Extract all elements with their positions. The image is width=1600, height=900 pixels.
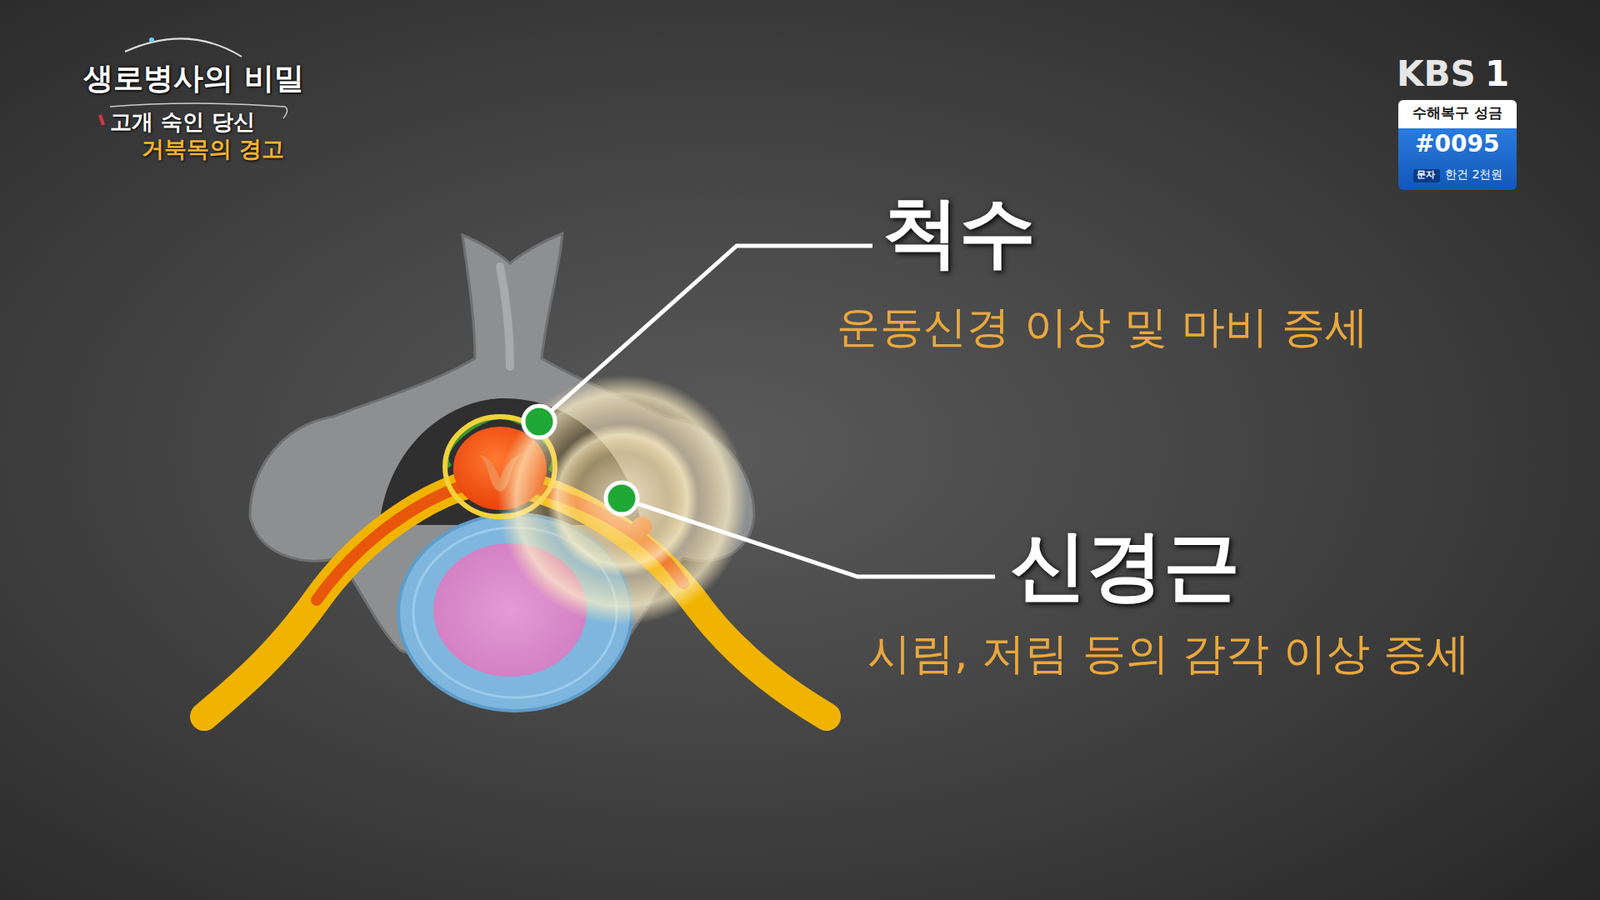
channel-logo: KBS — [1396, 55, 1476, 94]
node-text: 문자 — [1416, 170, 1435, 180]
leader-line — [539, 245, 873, 422]
logo-tick — [100, 115, 104, 125]
donation-box: 수해복구 성금 #0095 한건 2천원 문자 — [1398, 100, 1517, 190]
part-name: 신경근 — [1010, 523, 1240, 608]
logo-arc — [125, 38, 242, 57]
leader-line — [621, 498, 995, 577]
spinous-ridge — [500, 266, 510, 367]
glow-outer — [497, 375, 748, 625]
node-text: #0095 — [1415, 131, 1500, 158]
marker-dot — [605, 482, 638, 515]
sms-badge: 문자 — [1413, 169, 1440, 183]
glow-inner — [545, 423, 700, 577]
symptom-note: 시림, 저림 등의 감각 이상 증세 — [867, 630, 1470, 678]
episode-subtitle: 거북목의 경고 — [141, 136, 285, 162]
program-title: 생로병사의 비밀 — [83, 61, 305, 95]
marker-dot — [523, 405, 555, 438]
node-text: 수해복구 성금 — [1412, 105, 1503, 121]
part-name: 척수 — [882, 190, 1036, 275]
symptom-note: 운동신경 이상 및 마비 증세 — [836, 303, 1369, 351]
logo-dot — [149, 37, 155, 43]
episode-title: 고개 숙인 당신 — [110, 110, 255, 135]
node-text: 한건 2천원 — [1445, 168, 1503, 181]
channel-number: 1 — [1485, 55, 1510, 94]
